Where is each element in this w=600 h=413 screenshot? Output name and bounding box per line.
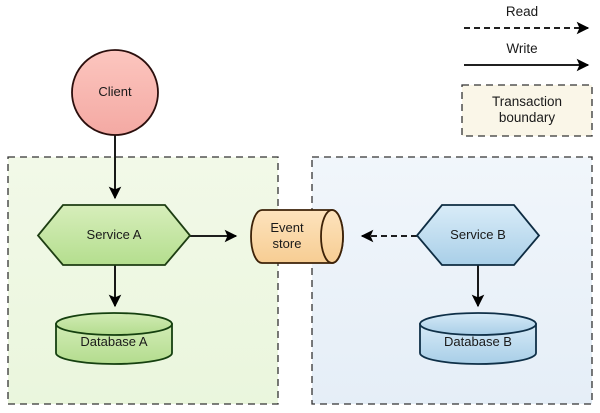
- legend-transaction-boundary-box: [461, 84, 593, 137]
- transaction-boundary-a: [7, 156, 279, 405]
- transaction-boundary-b: [311, 156, 593, 405]
- node-event-store[interactable]: [250, 209, 344, 264]
- node-database-a[interactable]: [55, 312, 173, 365]
- node-service-a[interactable]: [36, 204, 192, 266]
- node-client[interactable]: [71, 49, 159, 136]
- node-database-b[interactable]: [419, 312, 537, 365]
- node-service-b[interactable]: [415, 204, 541, 266]
